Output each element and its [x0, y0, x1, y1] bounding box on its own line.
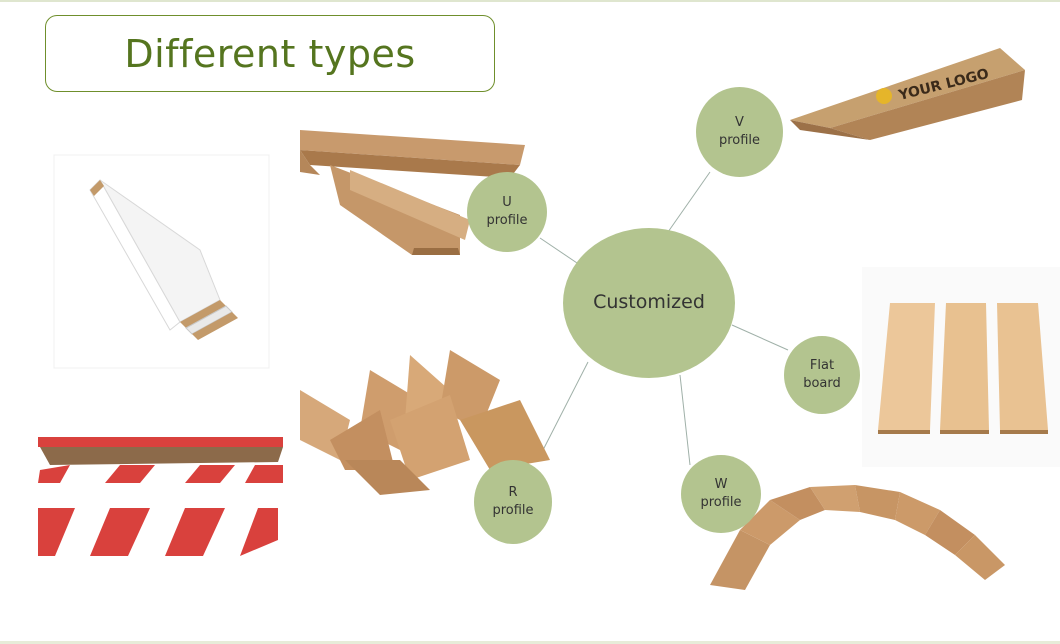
node-u-profile-label: U profile [486, 195, 528, 228]
page-title: Different types [124, 31, 416, 76]
center-node-customized: Customized [563, 228, 735, 378]
connector-lines [539, 171, 789, 466]
node-r-profile: R profile [474, 460, 552, 544]
top-border-line [0, 0, 1060, 2]
node-flat-board: Flat board [784, 336, 860, 414]
bottom-border-line [0, 641, 1060, 644]
node-flat-board-label: Flat board [803, 358, 841, 391]
connector-r [541, 361, 589, 453]
node-v-profile: V profile [696, 87, 783, 177]
v-profile-image: YOUR LOGO [790, 48, 1025, 140]
striped-edge-protector-image [38, 437, 283, 556]
node-r-profile-label: R profile [492, 485, 534, 518]
center-node-label: Customized [593, 291, 705, 314]
flat-board-image [862, 267, 1060, 467]
r-profile-image [300, 350, 550, 495]
connector-flat [731, 324, 789, 351]
node-u-profile: U profile [467, 172, 547, 252]
connector-u [539, 237, 581, 266]
u-profile-image [300, 130, 525, 255]
node-w-profile: W profile [681, 455, 761, 533]
w-profile-image [710, 485, 1005, 590]
logo-dot-icon [876, 88, 892, 104]
white-edge-protector-image [53, 154, 270, 369]
connector-w [679, 374, 691, 466]
title-box: Different types [45, 15, 495, 92]
node-w-profile-label: W profile [700, 477, 742, 510]
connector-v [667, 171, 711, 233]
node-v-profile-label: V profile [718, 115, 761, 148]
